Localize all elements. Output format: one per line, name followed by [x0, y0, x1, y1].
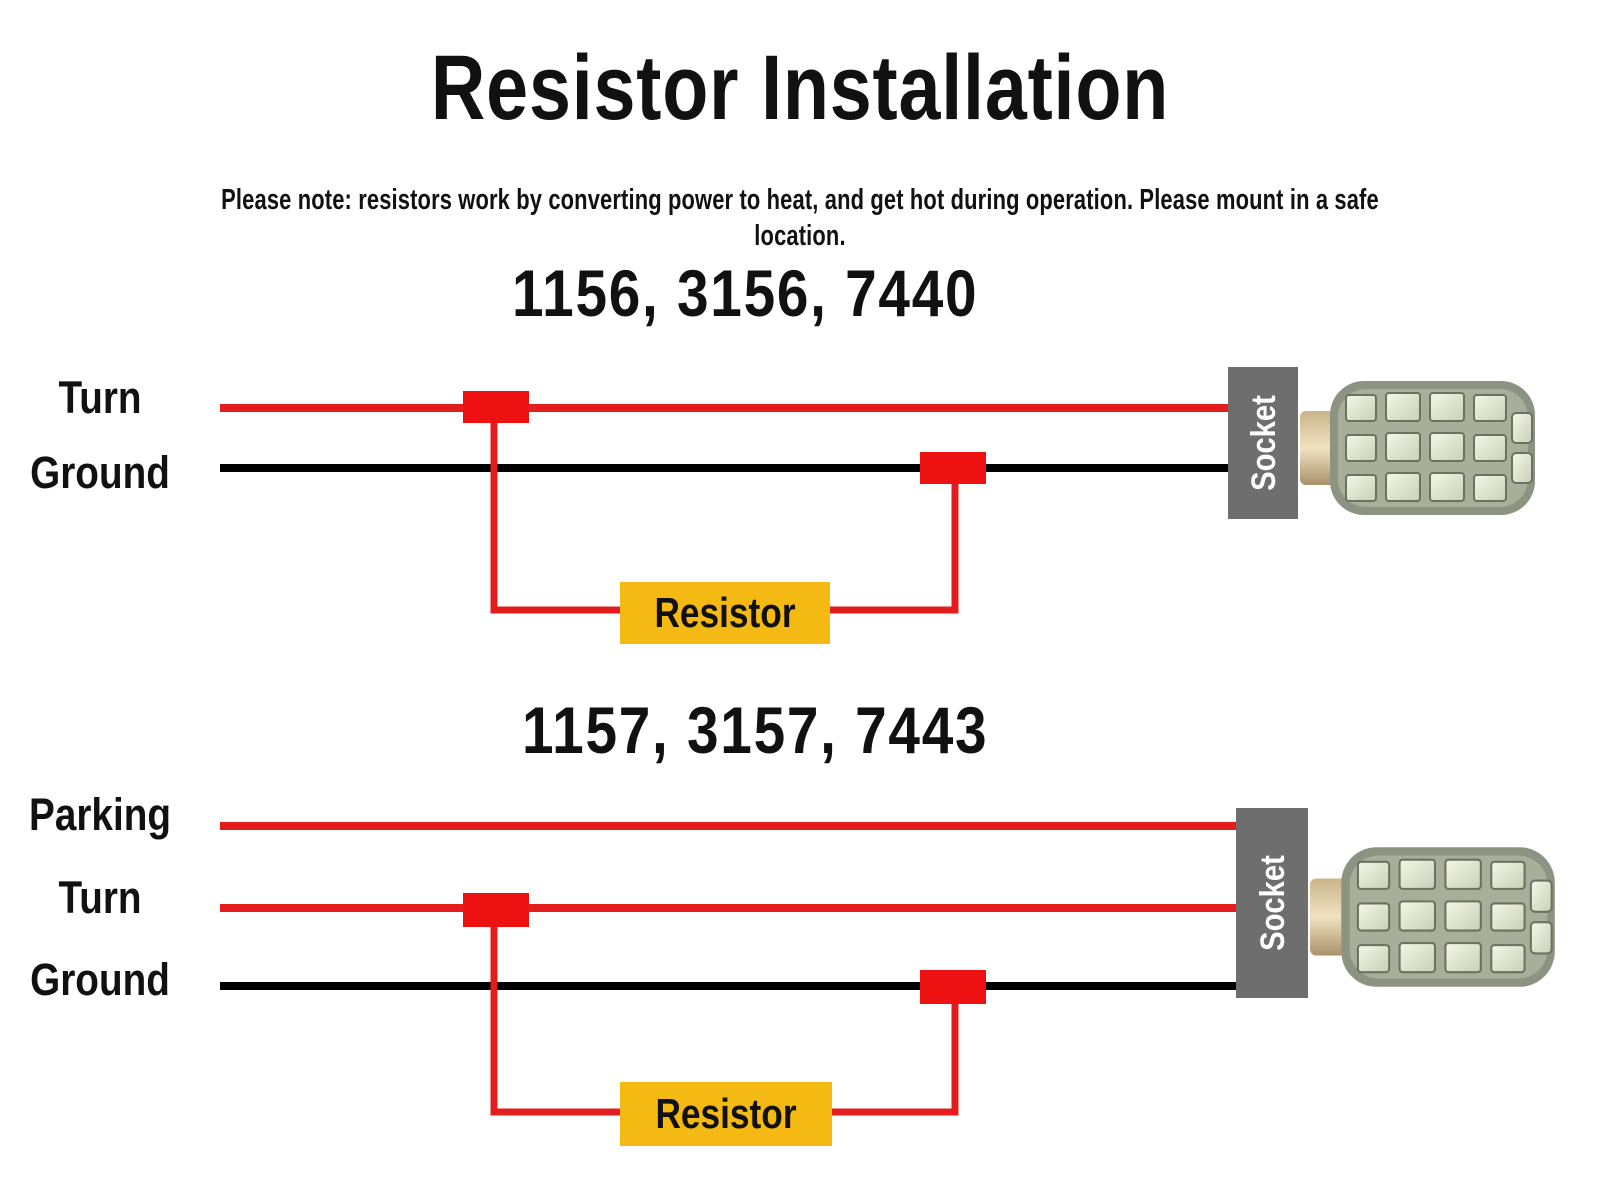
tap-connector-ground	[920, 970, 986, 1004]
resistor-label: Resistor	[655, 1091, 796, 1138]
label-ground-2: Ground	[30, 954, 170, 1005]
page-title: Resistor Installation	[430, 37, 1170, 139]
label-parking-2: Parking	[29, 789, 171, 840]
resistor-lead-left	[490, 920, 620, 1116]
tap-connector-ground	[920, 452, 986, 484]
tap-connector-turn	[463, 391, 529, 423]
tap-connector-turn	[463, 893, 529, 927]
led-bulb-icon	[1300, 380, 1536, 516]
label-ground-1: Ground	[30, 447, 170, 498]
resistor-lead-right	[830, 482, 959, 614]
diagram-2-heading: 1157, 3157, 7443	[522, 693, 989, 767]
label-turn-1: Turn	[58, 372, 142, 423]
socket	[1228, 367, 1298, 519]
resistor-label: Resistor	[654, 590, 795, 637]
resistor	[620, 582, 830, 644]
resistor-lead-left	[490, 420, 620, 614]
socket-label: Socket	[1244, 395, 1283, 491]
socket	[1236, 808, 1308, 998]
diagram-1: Resistor Socket	[220, 367, 1536, 644]
diagram-2: Resistor Socket	[220, 808, 1556, 1146]
label-turn-2: Turn	[58, 872, 142, 923]
socket-label: Socket	[1253, 855, 1292, 951]
resistor	[620, 1082, 832, 1146]
resistor-lead-right	[832, 1000, 959, 1116]
diagram-1-heading: 1156, 3156, 7440	[512, 256, 979, 330]
led-bulb-icon	[1310, 846, 1556, 988]
safety-note: Please note: resistors work by convertin…	[221, 184, 1379, 252]
